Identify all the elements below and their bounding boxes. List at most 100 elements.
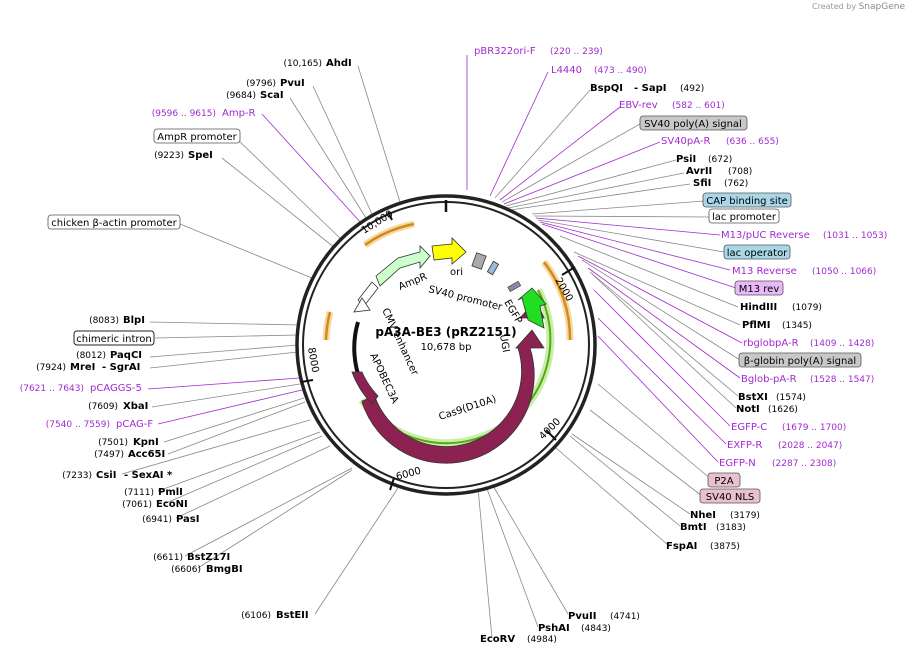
site-name-2: - SapI: [634, 83, 666, 94]
primer-name: EGFP-C: [731, 422, 767, 433]
primer-name: rbglobpA-R: [743, 338, 799, 349]
tick-2000: [561, 266, 576, 276]
tick-4000: [545, 429, 557, 441]
backbone: [295, 194, 597, 496]
feature-box: [707, 472, 741, 488]
site-position: (1574): [776, 393, 806, 403]
site-position: (6606): [171, 565, 201, 575]
ori-arrow: [431, 237, 467, 265]
site-position: (7061): [122, 500, 152, 510]
tick-label-4000: 4000: [537, 416, 563, 442]
site-position: (10,165): [283, 59, 322, 69]
site-position: (6941): [142, 515, 172, 525]
site-position: (7497): [94, 450, 124, 460]
feature-box: [723, 244, 791, 260]
site-name: AhdI: [326, 58, 352, 69]
tick-label-8000: 8000: [305, 347, 320, 374]
primer-position: (7540 .. 7559): [46, 420, 110, 430]
right-labels: pBR322ori-F (220 .. 239) L4440 (473 .. 4…: [474, 46, 887, 645]
site-name: PmlI: [158, 487, 183, 498]
site-position: (9684): [226, 91, 256, 101]
feature-box-label: SV40 NLS: [706, 492, 755, 503]
site-name: MreI: [70, 362, 95, 373]
site-position: (7111): [124, 488, 154, 498]
site-name: HindIII: [740, 302, 777, 313]
backbone-outer-ring: [295, 194, 597, 496]
site-position: (672): [708, 155, 732, 165]
site-name: NheI: [690, 510, 716, 521]
leader-lines: [121, 55, 743, 639]
site-name: BspQI: [590, 83, 623, 94]
site-name: BstXI: [738, 392, 768, 403]
site-name: PsiI: [676, 154, 696, 165]
site-name: Acc65I: [128, 449, 165, 460]
ampr-label: AmpR: [397, 271, 429, 292]
site-position: (3875): [710, 542, 740, 552]
site-name: EcoNI: [156, 499, 188, 510]
ugi-label: UGI: [497, 334, 511, 354]
site-position: (4741): [610, 612, 640, 622]
credit-brand: SnapGene: [858, 2, 905, 12]
tick-label-6000: 6000: [395, 466, 422, 483]
primer-position: (473 .. 490): [594, 66, 647, 76]
feature-box-label: SV40 poly(A) signal: [644, 119, 742, 130]
site-position: (7609): [88, 402, 118, 412]
site-name: BmgBI: [206, 564, 243, 575]
primer-position: (1528 .. 1547): [810, 375, 874, 385]
ampr-promoter-arc: [364, 222, 415, 247]
plasmid-name: pA3A-BE3 (pRZ2151): [375, 325, 516, 339]
site-position: (7233): [62, 471, 92, 481]
site-name: PasI: [176, 514, 199, 525]
ampr-arrow: [375, 245, 431, 287]
site-position: (9796): [246, 79, 276, 89]
tick-label-2000: 2000: [552, 276, 574, 304]
primer-name: EGFP-N: [719, 458, 756, 469]
site-name: BstZ17I: [187, 552, 230, 563]
intron-arc: [324, 311, 332, 341]
primer-position: (1031 .. 1053): [823, 231, 887, 241]
primer-position: (1679 .. 1700): [782, 423, 846, 433]
feature-box-label: lac operator: [727, 248, 788, 259]
primer-position: (9596 .. 9615): [152, 109, 216, 119]
feature-box: [73, 330, 155, 346]
site-name: AvrII: [686, 166, 712, 177]
site-position: (9223): [154, 151, 184, 161]
primer-position: (1409 .. 1428): [810, 339, 874, 349]
site-name: KpnI: [133, 437, 159, 448]
site-position: (6611): [153, 553, 183, 563]
site-name: PshAI: [538, 623, 570, 634]
site-name: CsiI: [96, 470, 116, 481]
site-name: EcoRV: [480, 634, 515, 645]
site-position: (8012): [76, 351, 106, 361]
feature-box: [708, 208, 780, 224]
primer-position: (2028 .. 2047): [778, 441, 842, 451]
site-name: SfiI: [693, 178, 711, 189]
feature-box-label: chimeric intron: [76, 334, 151, 345]
site-position: (1079): [792, 303, 822, 313]
credit-prefix: Created by: [812, 2, 857, 11]
site-name: PaqCI: [110, 350, 142, 361]
tick-10000: [387, 211, 393, 221]
tick-8000: [300, 379, 314, 383]
feature-box: [153, 128, 241, 144]
primer-position: (582 .. 601): [672, 101, 725, 111]
primer-position: (1050 .. 1066): [812, 267, 876, 277]
site-position: (762): [724, 179, 748, 189]
site-name: BstEII: [276, 610, 309, 621]
site-position: (7924): [36, 363, 66, 373]
site-position: (708): [728, 167, 752, 177]
site-position: (8083): [89, 316, 119, 326]
site-name-2: - SexAI *: [124, 470, 173, 481]
primer-name: pCAGGS-5: [90, 383, 142, 394]
feature-box: [699, 488, 761, 504]
primer-position: (636 .. 655): [726, 137, 779, 147]
site-position: (3183): [716, 523, 746, 533]
site-name: XbaI: [123, 401, 148, 412]
feature-box-label: CAP binding site: [706, 196, 788, 207]
site-name: PvuII: [568, 611, 596, 622]
lac-box: [486, 260, 500, 276]
feature-box-label: β-globin poly(A) signal: [744, 356, 856, 367]
site-name: FspAI: [666, 541, 697, 552]
primer-name: EBV-rev: [619, 100, 658, 111]
